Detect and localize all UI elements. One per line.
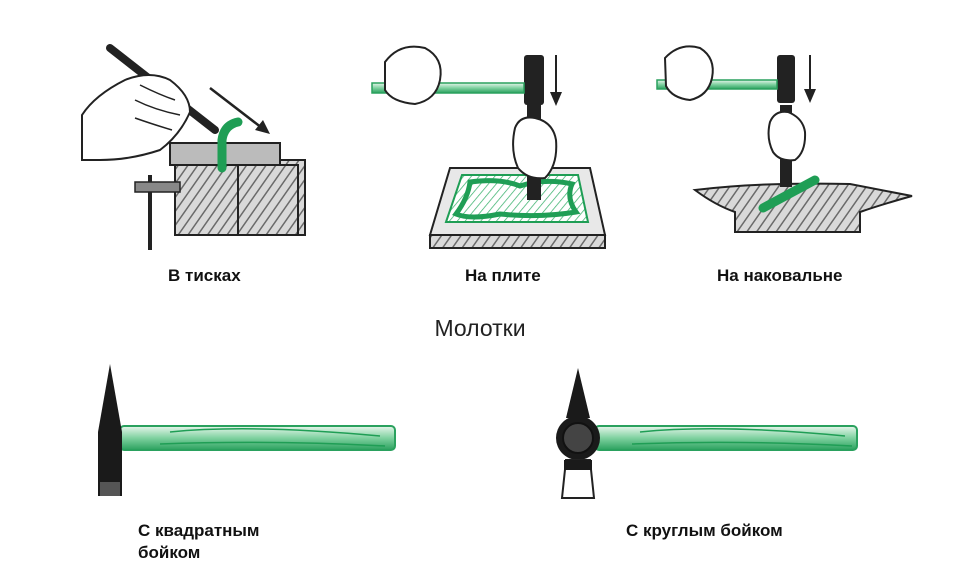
square-hammer-face bbox=[100, 482, 120, 496]
round-hammer-neck bbox=[564, 460, 592, 470]
plate-contour bbox=[452, 178, 581, 220]
vise-fixed-jaw bbox=[237, 164, 299, 236]
square-hammer-head bbox=[98, 364, 122, 496]
plate-hand-holding bbox=[512, 116, 558, 180]
anvil-hand-holding bbox=[767, 110, 807, 162]
vise-workpiece bbox=[217, 117, 243, 173]
caption-vise: В тисках bbox=[168, 266, 241, 285]
section-title-hammers: Молотки bbox=[434, 315, 526, 341]
caption-square-hammer-line2: бойком bbox=[138, 543, 201, 562]
round-face-hammer bbox=[556, 368, 858, 499]
caption-plate: На плите bbox=[465, 266, 541, 285]
plate-illustration bbox=[371, 45, 607, 249]
round-hammer-eye-inner bbox=[562, 422, 594, 454]
vise-hand-fingers bbox=[134, 84, 181, 131]
square-face-hammer bbox=[98, 364, 396, 496]
vise-arrow-line bbox=[209, 87, 263, 129]
plate-arrow-head bbox=[550, 92, 562, 106]
anvil-illustration bbox=[656, 45, 913, 233]
anvil-workpiece bbox=[758, 175, 820, 213]
caption-round-hammer: С круглым бойком bbox=[626, 521, 783, 540]
anvil-arrow-head bbox=[804, 89, 816, 103]
plate-side bbox=[429, 234, 606, 249]
square-hammer-grain bbox=[159, 428, 386, 447]
plate-hammer-handle bbox=[371, 82, 525, 94]
caption-square-hammer-line1: С квадратным bbox=[138, 521, 260, 540]
plate-hammer-head bbox=[524, 55, 544, 105]
plate-hand-hammer bbox=[384, 45, 442, 106]
anvil-hammer-handle bbox=[656, 79, 778, 90]
round-hammer-grain bbox=[631, 428, 853, 447]
caption-anvil: На наковальне bbox=[717, 266, 843, 285]
anvil-hammer-head bbox=[777, 55, 795, 103]
vise-arrow-head bbox=[255, 120, 270, 134]
anvil-hand-hammer bbox=[663, 45, 714, 102]
round-hammer-peen bbox=[566, 368, 590, 418]
anvil-body bbox=[692, 182, 913, 233]
vise-illustration bbox=[81, 44, 306, 250]
vise-screw bbox=[134, 181, 181, 193]
